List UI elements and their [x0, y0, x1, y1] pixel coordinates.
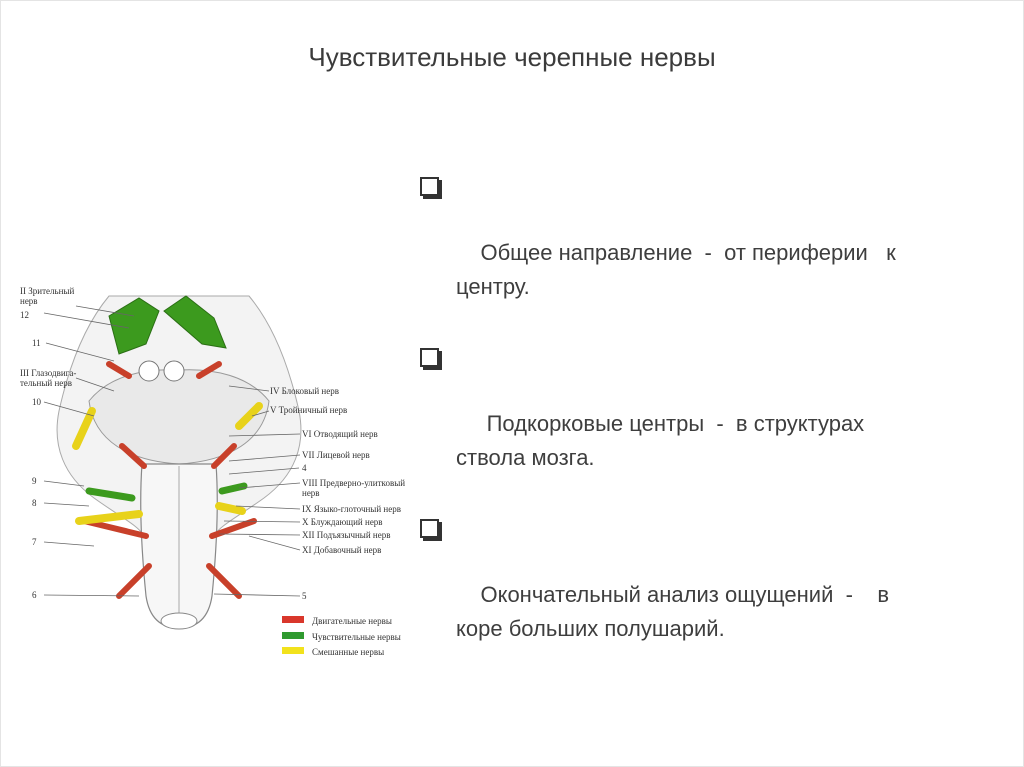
label-5: 5	[302, 591, 307, 601]
bullet-text: Общее направление - от периферии к центр…	[456, 240, 896, 299]
label-trochlear: IV Блоковый нерв	[270, 386, 339, 396]
label-hypoglossal: XII Подъязычный нерв	[302, 530, 390, 540]
bullet-text: Подкорковые центры - в структурах ствола…	[456, 411, 864, 470]
label-8: 8	[32, 498, 37, 508]
legend-label-motor: Двигательные нервы	[312, 616, 392, 626]
mixed-nerve	[219, 506, 242, 511]
mammillary-body-right	[164, 361, 184, 381]
legend-swatch-sensory	[282, 632, 304, 639]
label-4: 4	[302, 463, 307, 473]
label-vagus: X Блуждающий нерв	[302, 517, 383, 527]
legend-swatch-mixed	[282, 647, 304, 654]
sensory-nerve	[222, 486, 244, 491]
label-11: 11	[32, 338, 41, 348]
label-oculomotor: III Глазодвига-тельный нерв	[20, 368, 76, 388]
legend: Двигательные нервы Чувствительные нервы …	[282, 616, 401, 657]
bullet-item: Общее направление - от периферии к центр…	[418, 168, 978, 338]
label-facial: VII Лицевой нерв	[302, 450, 370, 460]
label-abducens: VI Отводящий нерв	[302, 429, 378, 439]
legend-swatch-motor	[282, 616, 304, 623]
legend-label-mixed: Смешанные нервы	[312, 647, 384, 657]
label-9: 9	[32, 476, 37, 486]
slide-title: Чувствительные черепные нервы	[0, 42, 1024, 73]
spinal-cord-section	[161, 613, 197, 629]
bullet-text: Окончательный анализ ощущений - в коре б…	[456, 582, 889, 641]
label-6: 6	[32, 590, 37, 600]
label-trigeminal: V Тройничный нерв	[270, 405, 347, 415]
label-7: 7	[32, 537, 37, 547]
checkbox-bullet-icon	[420, 177, 439, 196]
label-accessory: XI Добавочный нерв	[302, 545, 381, 555]
label-12: 12	[20, 310, 29, 320]
legend-label-sensory: Чувствительные нервы	[312, 632, 401, 642]
mammillary-body-left	[139, 361, 159, 381]
label-glossopharyngeal: IX Языко-глоточный нерв	[302, 504, 401, 514]
label-10: 10	[32, 397, 42, 407]
bullet-item: Окончательный анализ ощущений - в коре б…	[418, 510, 978, 680]
bullet-item: Подкорковые центры - в структурах ствола…	[418, 339, 978, 509]
bullet-list: Общее направление - от периферии к центр…	[418, 168, 978, 681]
